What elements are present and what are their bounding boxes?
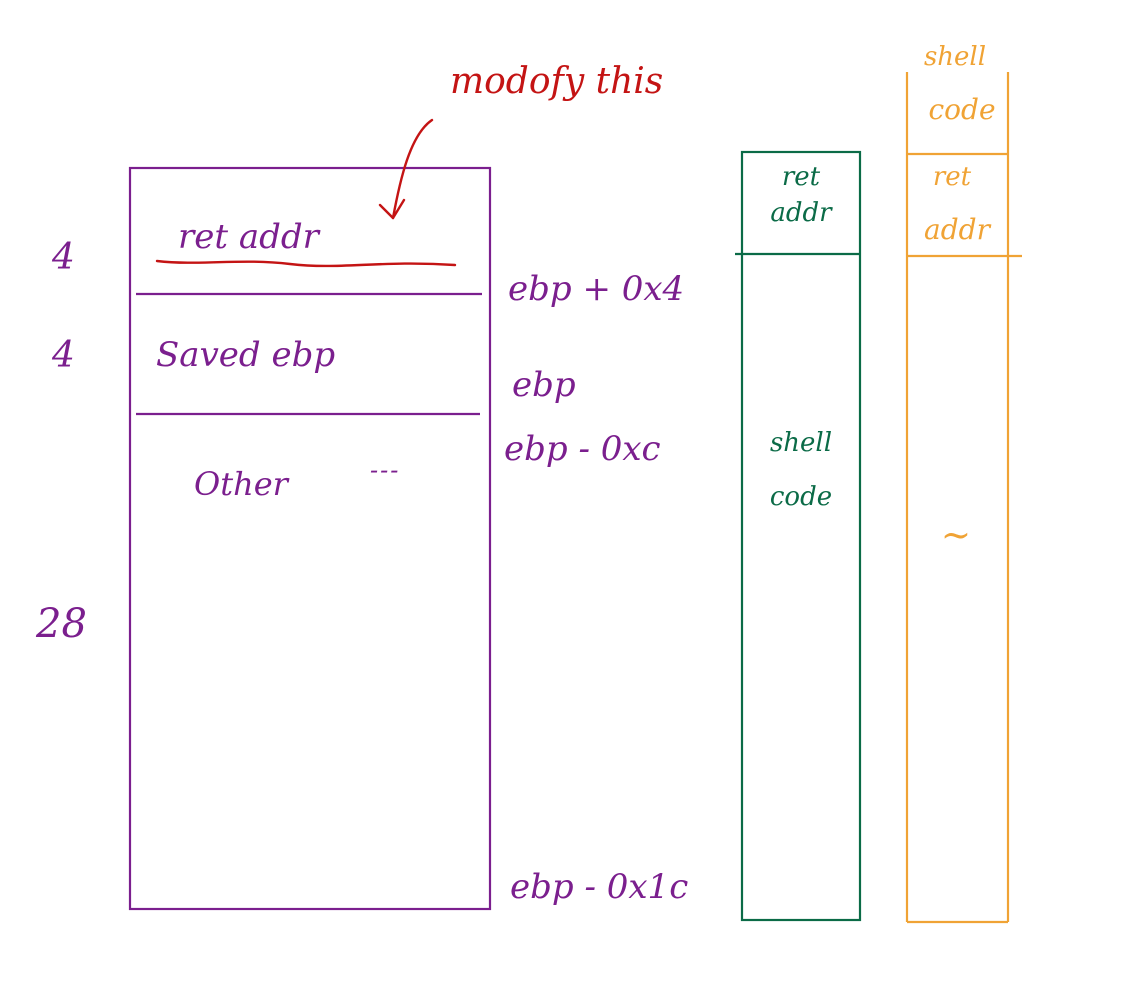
- other-ellipsis: ---: [370, 456, 401, 484]
- stack-frame-box: [128, 166, 492, 911]
- addr-ebp-plus-4: ebp + 0x4: [508, 269, 685, 309]
- size-other: 28: [36, 601, 87, 647]
- addr-ebp: ebp: [512, 365, 576, 405]
- modify-arrow-head: [378, 198, 406, 220]
- saved-ebp-label: Saved ebp: [156, 335, 336, 375]
- payload-a-shell-line1: shell: [769, 428, 833, 458]
- payload-b-shell-line1: shell: [923, 42, 987, 72]
- payload-b-shell-line2: code: [928, 93, 996, 126]
- payload-a-box: [740, 150, 862, 922]
- addr-ebp-minus-1c: ebp - 0x1c: [510, 867, 689, 907]
- modify-annotation: modofy this: [450, 61, 664, 102]
- payload-b-filler: ~: [940, 515, 972, 556]
- size-ret: 4: [52, 237, 75, 278]
- ret-addr-label: ret addr: [178, 217, 319, 257]
- ret-addr-underline: [155, 259, 457, 268]
- payload-a-shell-line2: code: [769, 482, 833, 512]
- payload-b-ret-line2: addr: [924, 213, 990, 246]
- payload-a-ret-line1: ret: [781, 162, 821, 192]
- modify-arrow: [391, 118, 434, 220]
- addr-ebp-minus-c: ebp - 0xc: [504, 429, 661, 469]
- size-saved: 4: [52, 335, 75, 376]
- payload-a-ret-line2: addr: [770, 198, 832, 228]
- other-label: Other: [194, 465, 288, 503]
- payload-b-ret-line1: ret: [932, 162, 972, 192]
